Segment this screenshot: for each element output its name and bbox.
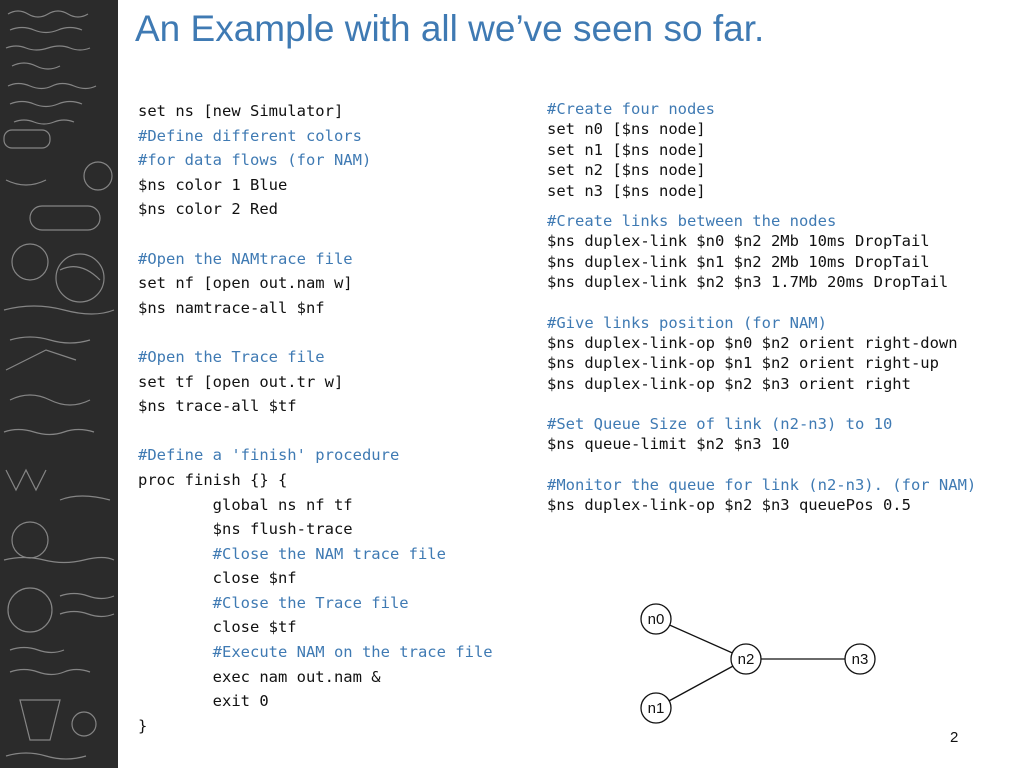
code-blank-line <box>547 455 976 475</box>
code-comment-line: #Define different colors <box>138 126 362 145</box>
code-line: global ns nf tf <box>138 495 353 514</box>
code-block-left: set ns [new Simulator] #Define different … <box>138 99 493 738</box>
code-line: proc finish {} { <box>138 470 288 489</box>
code-line: } <box>138 716 148 735</box>
network-topology-diagram: n0 n1 n2 n3 <box>640 603 876 724</box>
node-n2: n2 <box>730 643 762 675</box>
node-label: n0 <box>648 611 665 628</box>
code-blank-line <box>547 293 976 313</box>
chalk-doodles-image <box>3 10 115 760</box>
code-line: set nf [open out.nam w] <box>138 274 353 293</box>
node-n0: n0 <box>640 603 672 635</box>
code-comment-line: #for data flows (for NAM) <box>138 151 372 170</box>
code-comment-line: #Create links between the nodes <box>547 211 837 230</box>
node-n3: n3 <box>844 643 876 675</box>
code-blank-line <box>138 222 493 247</box>
code-line: $ns color 1 Blue <box>138 175 288 194</box>
code-comment-line: #Open the NAMtrace file <box>138 249 353 268</box>
page-number: 2 <box>950 729 959 746</box>
code-line: set n3 [$ns node] <box>547 181 706 200</box>
code-line: exit 0 <box>138 692 269 711</box>
code-comment-line: #Give links position (for NAM) <box>547 313 827 332</box>
code-line: close $tf <box>138 618 297 637</box>
code-line: set tf [open out.tr w] <box>138 372 344 391</box>
code-line: $ns color 2 Red <box>138 200 278 219</box>
code-line: $ns flush-trace <box>138 520 353 539</box>
code-comment-line: #Open the Trace file <box>138 347 325 366</box>
node-label: n3 <box>852 651 869 668</box>
code-blank-line <box>138 419 493 444</box>
code-comment-line: #Define a 'finish' procedure <box>138 446 400 465</box>
node-label: n1 <box>648 700 665 717</box>
code-line: $ns trace-all $tf <box>138 397 297 416</box>
code-line: set n0 [$ns node] <box>547 120 706 139</box>
link-n1-n2 <box>655 658 747 709</box>
code-comment-line: #Monitor the queue for link (n2-n3). (fo… <box>547 475 977 494</box>
code-line: $ns duplex-link $n2 $n3 1.7Mb 20ms DropT… <box>547 273 949 292</box>
slide-title: An Example with all we’ve seen so far. <box>135 8 765 49</box>
code-comment-line: #Close the NAM trace file <box>138 544 446 563</box>
code-line: set n1 [$ns node] <box>547 140 706 159</box>
node-circle <box>844 643 876 675</box>
code-blank-line <box>547 201 976 211</box>
node-circle <box>640 603 672 635</box>
code-line: set n2 [$ns node] <box>547 161 706 180</box>
code-line: $ns duplex-link-op $n2 $n3 orient right <box>547 374 911 393</box>
node-label: n2 <box>738 651 755 668</box>
node-circle <box>640 692 672 724</box>
code-line: $ns duplex-link-op $n1 $n2 orient right-… <box>547 354 939 373</box>
code-line: $ns duplex-link $n0 $n2 2Mb 10ms DropTai… <box>547 232 930 251</box>
chalkboard-sidebar-image <box>0 0 118 768</box>
code-comment-line: #Close the Trace file <box>138 593 409 612</box>
link-n0-n2 <box>655 618 747 660</box>
code-comment-line: #Set Queue Size of link (n2-n3) to 10 <box>547 415 893 434</box>
code-line: $ns duplex-link $n1 $n2 2Mb 10ms DropTai… <box>547 252 930 271</box>
code-line: $ns duplex-link-op $n0 $n2 orient right-… <box>547 333 958 352</box>
code-comment-line: #Execute NAM on the trace file <box>138 643 493 662</box>
code-blank-line <box>138 320 493 345</box>
node-n1: n1 <box>640 692 672 724</box>
code-line: exec nam out.nam & <box>138 667 381 686</box>
code-line: $ns duplex-link-op $n2 $n3 queuePos 0.5 <box>547 496 911 515</box>
code-line: $ns namtrace-all $nf <box>138 298 325 317</box>
node-circle <box>730 643 762 675</box>
code-line: $ns queue-limit $n2 $n3 10 <box>547 435 790 454</box>
code-blank-line <box>547 394 976 414</box>
code-line: close $nf <box>138 569 297 588</box>
code-line: set ns [new Simulator] <box>138 102 344 120</box>
code-comment-line: #Create four nodes <box>547 100 715 118</box>
